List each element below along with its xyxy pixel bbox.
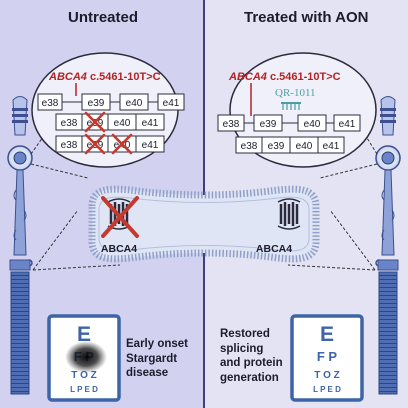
exon-41-label: e41 xyxy=(142,140,159,151)
exon-41-box xyxy=(157,93,185,111)
treated-outcome-text: Restored splicing and protein generation xyxy=(220,327,283,385)
treated-outcome-line-2: splicing xyxy=(220,342,264,355)
abca4-untreated-label: ABCA4 xyxy=(101,243,137,255)
eye-chart-row-1: E xyxy=(320,323,334,346)
exon-39-label: e39 xyxy=(88,98,105,109)
exon-40-label: e40 xyxy=(296,141,313,152)
treated-pre-mrna: e38 e39 e40 e41 xyxy=(217,114,361,132)
exon-41-label: e41 xyxy=(163,98,180,109)
untreated-pre-mrna: e38 e39 e40 e41 xyxy=(37,93,185,111)
membrane-disc xyxy=(88,185,320,263)
untreated-transcript-skip-39-40: e38 e39 e40 e41 xyxy=(55,133,165,155)
untreated-outcome-line-2: Stargardt xyxy=(126,352,178,365)
aon-molecule: QR-1011 xyxy=(275,87,316,110)
x-mark-icon xyxy=(111,133,133,155)
exon-41-label: e41 xyxy=(339,119,356,130)
treated-gene-label: ABCA4 xyxy=(228,71,267,83)
untreated-transcript-skip-39: e38 e39 e40 e41 xyxy=(55,111,165,133)
exon-38-label: e38 xyxy=(61,118,78,129)
aon-label: QR-1011 xyxy=(275,87,316,99)
central-vision-loss-blur xyxy=(65,341,107,373)
eye-chart-row-3: T O Z xyxy=(71,370,97,381)
exon-39-label: e39 xyxy=(268,141,285,152)
exon-38-label: e38 xyxy=(223,119,240,130)
zoom-guides xyxy=(30,129,378,271)
abca4-treated-label: ABCA4 xyxy=(256,243,292,255)
exon-38-label: e38 xyxy=(42,98,59,109)
eye-chart-row-4: L P E D xyxy=(70,385,98,394)
untreated-outcome-line-1: Early onset xyxy=(126,338,188,350)
eye-chart-row-4: L P E D xyxy=(313,385,341,394)
treated-outcome-line-4: generation xyxy=(220,371,279,384)
abca4-untreated-protein xyxy=(101,196,139,238)
treated-mutation-label: c.5461-10T>C xyxy=(270,71,341,83)
untreated-outcome-line-3: disease xyxy=(126,367,169,379)
exon-40-label: e40 xyxy=(304,119,321,130)
exon-38-box xyxy=(37,93,63,111)
untreated-eye-chart: E F P T O Z L P E D xyxy=(47,314,121,402)
exon-40-label: e40 xyxy=(126,98,143,109)
exon-38-label: e38 xyxy=(61,140,78,151)
exon-39-box xyxy=(81,93,111,111)
exon-40-label: e40 xyxy=(114,118,131,129)
treated-outcome-line-1: Restored xyxy=(220,328,270,340)
eye-chart-row-1: E xyxy=(77,323,91,346)
exon-38-label: e38 xyxy=(241,141,258,152)
untreated-mutation-label: c.5461-10T>C xyxy=(90,71,161,83)
treated-title: Treated with AON xyxy=(244,9,369,26)
untreated-gene-label: ABCA4 xyxy=(48,71,87,83)
abca4-treated-protein xyxy=(277,198,301,230)
eye-chart-row-3: T O Z xyxy=(314,370,340,381)
treated-eye-chart: E F P T O Z L P E D xyxy=(290,314,364,402)
exon-41-label: e41 xyxy=(142,118,159,129)
untreated-title: Untreated xyxy=(68,9,139,26)
untreated-outcome-text: Early onset Stargardt disease xyxy=(126,337,188,381)
exon-39-label: e39 xyxy=(260,119,277,130)
exon-41-label: e41 xyxy=(323,141,340,152)
treated-outcome-line-3: and protein xyxy=(220,357,283,369)
x-mark-icon xyxy=(84,111,106,133)
x-mark-icon xyxy=(101,196,139,238)
exon-40-box xyxy=(119,93,149,111)
right-photoreceptor xyxy=(375,96,401,395)
x-mark-icon xyxy=(84,133,106,155)
left-photoreceptor xyxy=(7,96,33,395)
eye-chart-row-2: F P xyxy=(317,349,338,364)
treated-restored-transcript: e38 e39 e40 e41 xyxy=(235,136,345,154)
